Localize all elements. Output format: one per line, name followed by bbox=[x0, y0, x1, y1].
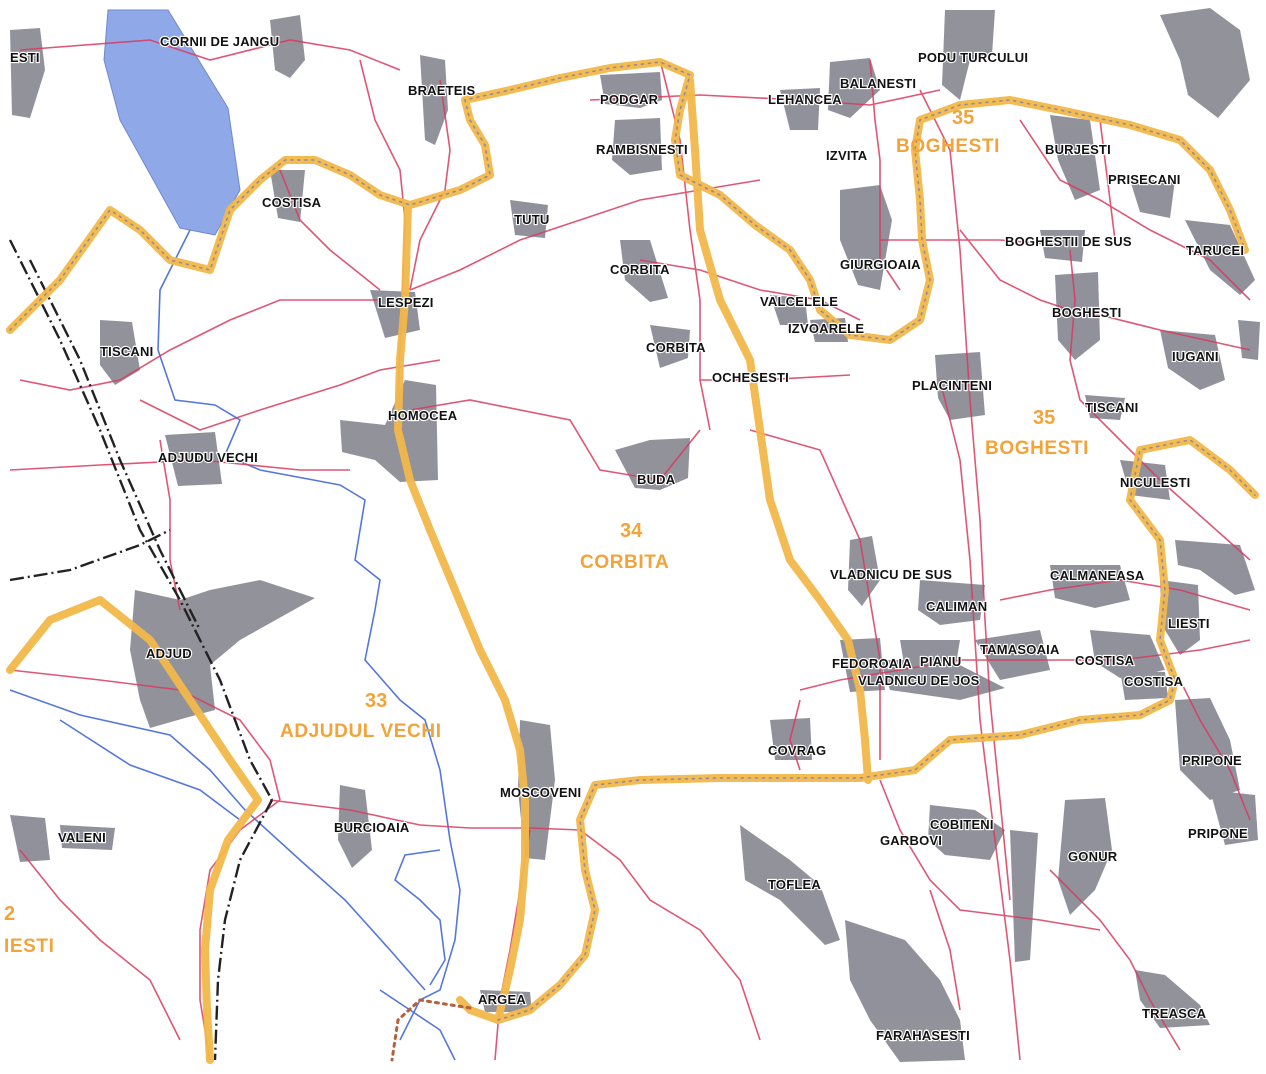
place-label: GIURGIOAIA bbox=[840, 257, 921, 272]
place-label: MOSCOVENI bbox=[500, 785, 581, 800]
place-label: COSTISA bbox=[1124, 674, 1184, 689]
place-label: LIESTI bbox=[1168, 616, 1210, 631]
place-label: COVRAG bbox=[768, 743, 826, 758]
place-label: LEHANCEA bbox=[768, 92, 842, 107]
place-label: BURCIOAIA bbox=[334, 820, 410, 835]
place-label: TOFLEA bbox=[768, 877, 821, 892]
place-label: PODU TURCULUI bbox=[918, 50, 1028, 65]
place-label: BALANESTI bbox=[840, 76, 916, 91]
district-number: 35 bbox=[1033, 407, 1055, 429]
place-labels: ESTI CORNII DE JANGU PODU TURCULUIBALANEST… bbox=[9, 33, 1249, 1044]
place-label: TUTU bbox=[514, 212, 549, 227]
place-label: BUDA bbox=[637, 472, 676, 487]
place-label: PODGAR bbox=[600, 92, 659, 107]
place-label: CALMANEASA bbox=[1050, 568, 1145, 583]
district-name: IESTI bbox=[4, 936, 55, 957]
place-label: COSTISA bbox=[1075, 653, 1135, 668]
place-label: VLADNICU DE JOS bbox=[858, 673, 980, 688]
district-number: 34 bbox=[620, 520, 643, 542]
place-label: OCHESESTI bbox=[712, 370, 789, 385]
place-label: NICULESTI bbox=[1120, 475, 1190, 490]
place-label: PRIPONE bbox=[1182, 753, 1242, 768]
district-number: 33 bbox=[365, 690, 387, 712]
place-label: IUGANI bbox=[1172, 349, 1219, 364]
place-label: COSTISA bbox=[262, 195, 322, 210]
place-label: VALENI bbox=[58, 830, 106, 845]
place-label: PIANU bbox=[920, 654, 961, 669]
place-label: ESTI bbox=[10, 50, 40, 65]
railway bbox=[8, 239, 274, 1061]
place-label: TISCANI bbox=[100, 344, 153, 359]
place-label: IZVOARELE bbox=[788, 321, 864, 336]
settlements bbox=[10, 8, 1260, 1062]
place-label: HOMOCEA bbox=[388, 408, 458, 423]
place-label: TISCANI bbox=[1085, 400, 1138, 415]
district-number: 2 bbox=[4, 903, 15, 925]
district-name: CORBITA bbox=[580, 552, 669, 573]
place-label: FARAHASESTI bbox=[876, 1028, 970, 1043]
district-name: BOGHESTI bbox=[896, 136, 1000, 157]
place-label: FEDOROAIA bbox=[832, 656, 912, 671]
district-name: BOGHESTI bbox=[985, 438, 1089, 459]
place-label: BOGHESTI bbox=[1052, 305, 1122, 320]
place-label: VLADNICU DE SUS bbox=[830, 567, 952, 582]
place-label: VALCELELE bbox=[760, 294, 838, 309]
district-boundaries bbox=[6, 58, 1259, 1064]
place-label: LESPEZI bbox=[378, 295, 434, 310]
place-label: COBITENI bbox=[930, 817, 994, 832]
place-label: GONUR bbox=[1068, 849, 1118, 864]
place-label: BURJESTI bbox=[1045, 142, 1111, 157]
place-label: PLACINTENI bbox=[912, 378, 992, 393]
place-label: CORBITA bbox=[610, 262, 670, 277]
place-label: BRAETEIS bbox=[408, 83, 475, 98]
place-label: TREASCA bbox=[1142, 1006, 1207, 1021]
lake bbox=[103, 9, 241, 236]
place-label: CORNII DE JANGU bbox=[160, 34, 279, 49]
place-label: PRIPONE bbox=[1188, 826, 1248, 841]
place-label: PRISECANI bbox=[1108, 172, 1181, 187]
district-name: ADJUDUL VECHI bbox=[280, 721, 442, 742]
rivers bbox=[9, 229, 461, 1061]
place-label: RAMBISNESTI bbox=[596, 142, 688, 157]
place-label: TARUCEI bbox=[1186, 243, 1244, 258]
place-label: CORBITA bbox=[646, 340, 706, 355]
place-label: ARGEA bbox=[478, 992, 526, 1007]
place-label: TAMASOAIA bbox=[980, 642, 1060, 657]
place-label: ADJUD bbox=[146, 646, 192, 661]
place-label: ADJUDU VECHI bbox=[158, 450, 258, 465]
district-number: 35 bbox=[952, 107, 974, 129]
place-label: IZVITA bbox=[826, 148, 868, 163]
place-label: CALIMAN bbox=[926, 599, 987, 614]
place-label: BOGHESTII DE SUS bbox=[1005, 234, 1132, 249]
roads bbox=[9, 39, 1251, 1061]
place-label: GARBOVI bbox=[880, 833, 942, 848]
